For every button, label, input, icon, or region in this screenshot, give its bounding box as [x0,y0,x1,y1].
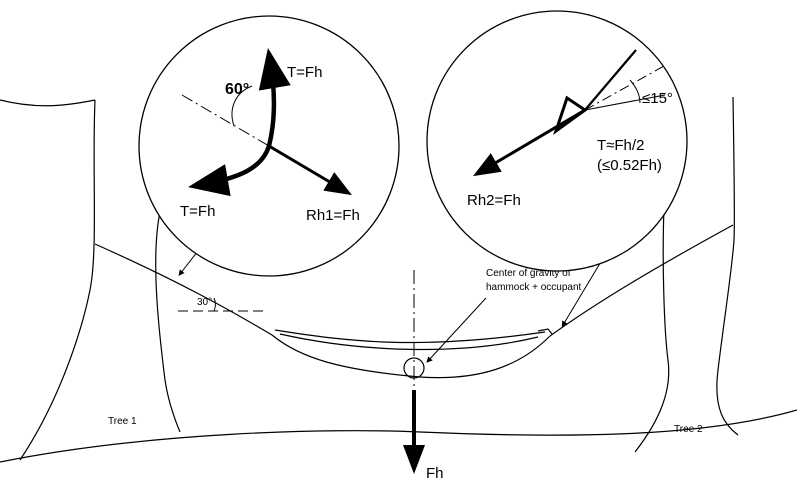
right-circle-tension-limit-label: (≤0.52Fh) [597,157,662,174]
hammock-tension-curve [188,145,272,197]
right-circle-reaction-label: Rh2=Fh [467,192,521,209]
center-of-gravity-label-line1: Center of gravity of [486,268,571,279]
strap-tension-curve [258,48,291,147]
right-circle-angle-arc [629,79,641,104]
left-circle-angle-arc [231,85,253,127]
strap-force-line [584,49,637,111]
angle-30-label: 30° [197,297,212,308]
left-circle-angle-label: 60° [225,81,249,98]
tree-1-label: Tree 1 [108,416,137,427]
tension-component-triangle [553,95,588,135]
right-circle-tension-label: T≈Fh/2 [597,137,644,154]
left-circle-reaction-label: Rh1=Fh [306,207,360,224]
right-circle-angle-label: ≤15° [642,90,673,107]
tree-2-label: Tree 2 [674,424,703,435]
tree-2 [634,96,739,453]
left-circle-top-force-label: T=Fh [287,64,322,81]
hammock [94,224,734,379]
left-circle-axis [181,94,270,147]
reaction-force-rh1 [268,144,352,196]
left-force-circle [138,15,400,277]
angle-30-arc [213,297,216,312]
center-of-gravity-label-line2: hammock + occupant [486,282,582,293]
weight-force-label: Fh [426,465,444,482]
weight-force-arrow [403,390,425,474]
left-circle-bottom-force-label: T=Fh [180,203,215,220]
ground-line [0,409,797,463]
center-of-gravity-leader [426,297,487,363]
right-force-circle [426,10,688,272]
reaction-force-rh2 [473,108,586,177]
tree-1 [0,99,181,461]
right-circle-axis [584,65,665,111]
right-circle-tension-line [584,94,666,111]
